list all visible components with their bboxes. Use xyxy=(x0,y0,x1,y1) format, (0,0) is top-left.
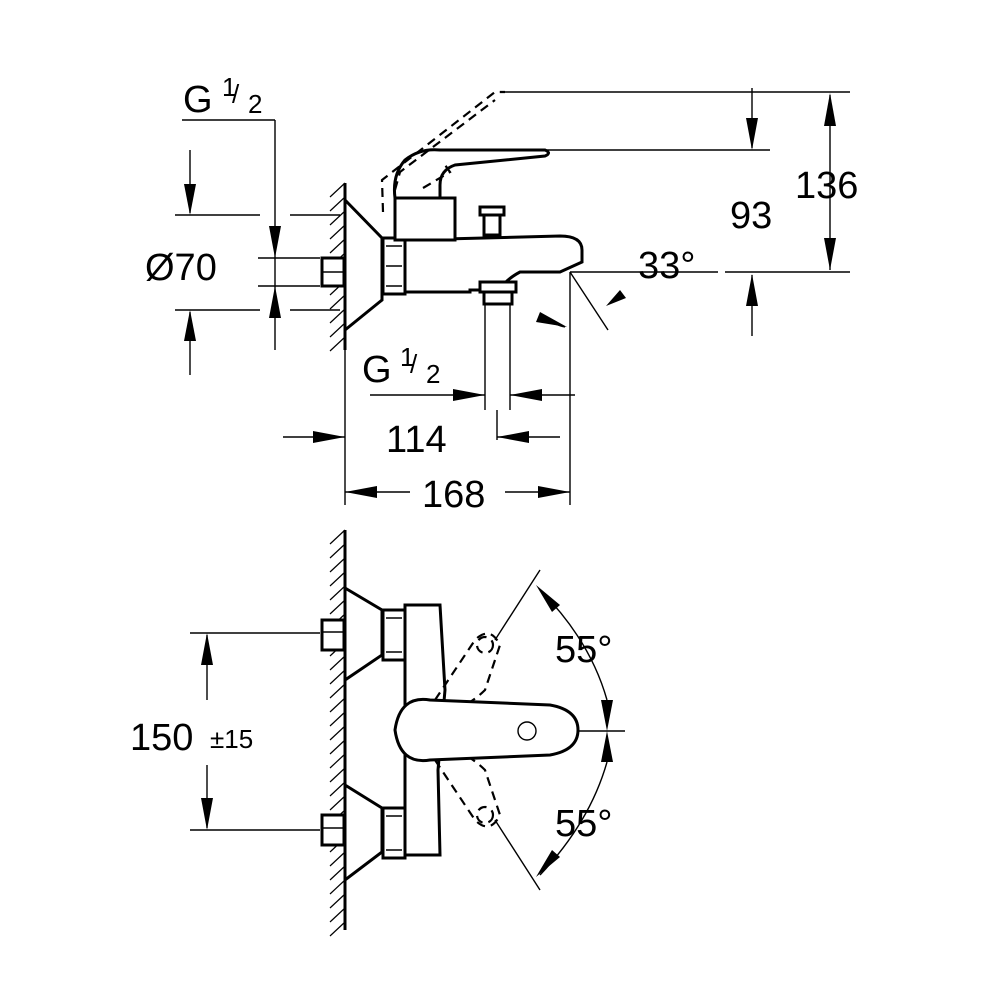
wall-hatch-line xyxy=(329,907,346,923)
wall-hatch-line xyxy=(329,210,346,226)
wall-hatch-line xyxy=(329,921,346,937)
wall-hatch-line xyxy=(329,683,346,699)
side-view: G 1 / 2 Ø70 136 93 33° G 1 / 2 114 168 xyxy=(145,72,858,516)
spacing-label: 150 xyxy=(130,717,193,759)
wall-hatch-line xyxy=(329,182,346,198)
wall-hatch-line xyxy=(329,308,346,324)
thread-letter: G xyxy=(362,349,392,391)
escutcheon-lower xyxy=(320,782,407,884)
angle-55-upper-label: 55° xyxy=(555,629,612,671)
thread-numerator: 1 xyxy=(222,72,236,102)
diameter-label: Ø70 xyxy=(145,247,217,289)
wall-hatch-line xyxy=(329,238,346,254)
wall-hatch-line xyxy=(329,795,346,811)
wall-hatch-line xyxy=(329,571,346,587)
wall-hatch-line xyxy=(329,711,346,727)
thread-letter: G xyxy=(183,79,213,121)
thread-label-bottom: G 1 / 2 xyxy=(362,342,440,391)
wall-hatch-line xyxy=(329,322,346,338)
wall-hatch-line xyxy=(329,893,346,909)
height-136-label: 136 xyxy=(795,165,858,207)
height-93-label: 93 xyxy=(730,195,772,237)
wall-hatch-line xyxy=(329,224,346,240)
tolerance-label: ±15 xyxy=(210,724,253,754)
wall-hatch-line xyxy=(329,557,346,573)
angle-55-lower-label: 55° xyxy=(555,803,612,845)
wall-hatch-line xyxy=(329,879,346,895)
thread-numerator: 1 xyxy=(400,342,414,372)
thread-denominator: 2 xyxy=(426,359,440,389)
dimension-arrows-side xyxy=(184,88,836,498)
wall-hatch-line xyxy=(329,294,346,310)
wall-hatch-line xyxy=(329,865,346,881)
mixer-body-side xyxy=(393,148,584,306)
wall-hatch-line xyxy=(329,725,346,741)
wall-hatch-line xyxy=(329,585,346,601)
wall-hatch-line xyxy=(329,529,346,545)
wall-hatch-line xyxy=(329,851,346,867)
wall-hatch-line xyxy=(329,767,346,783)
length-114-label: 114 xyxy=(386,419,447,461)
wall-hatch-line xyxy=(329,599,346,615)
thread-slash: / xyxy=(410,349,418,379)
wall-hatch-line xyxy=(329,196,346,212)
length-168-label: 168 xyxy=(422,474,485,516)
wall-hatch-line xyxy=(329,781,346,797)
wall-hatch-line xyxy=(329,739,346,755)
wall-top xyxy=(329,529,347,937)
thread-label-top: G 1 / 2 xyxy=(183,72,262,121)
wall-hatch-line xyxy=(329,753,346,769)
angle-33-label: 33° xyxy=(638,245,695,287)
wall-hatch-line xyxy=(329,336,346,352)
escutcheon-upper xyxy=(320,585,407,683)
wall-hatch-line xyxy=(329,669,346,685)
top-view: 150 ±15 55° 55° xyxy=(130,529,625,937)
wall-hatch-line xyxy=(329,697,346,713)
wall-hatch-line xyxy=(329,655,346,671)
thread-slash: / xyxy=(232,79,240,109)
thread-denominator: 2 xyxy=(248,89,262,119)
wall-hatch-line xyxy=(329,543,346,559)
